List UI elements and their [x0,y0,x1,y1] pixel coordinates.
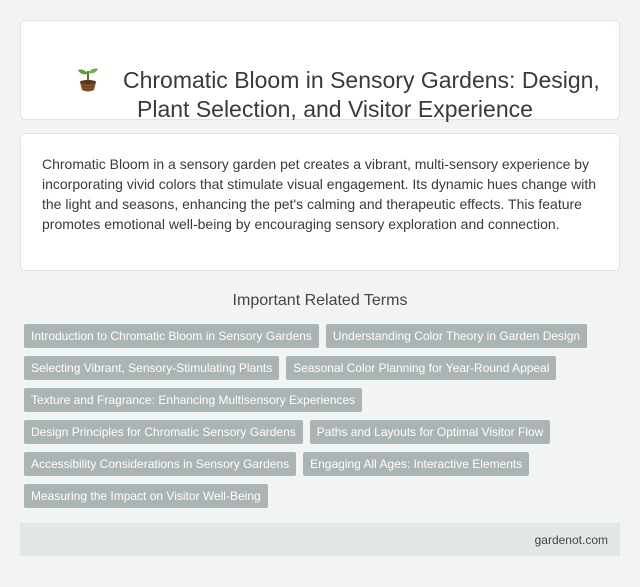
tag-row: Texture and Fragrance: Enhancing Multise… [24,388,624,412]
footer: gardenot.com [20,523,620,556]
related-term-tag[interactable]: Paths and Layouts for Optimal Visitor Fl… [309,420,551,444]
footer-site-link[interactable]: gardenot.com [534,533,608,547]
description-text: Chromatic Bloom in a sensory garden pet … [42,156,597,232]
related-term-tag[interactable]: Introduction to Chromatic Bloom in Senso… [24,324,319,348]
related-terms-heading: Important Related Terms [232,292,408,309]
tag-row: Introduction to Chromatic Bloom in Senso… [24,324,624,348]
tag-row: Accessibility Considerations in Sensory … [24,452,624,476]
related-term-tag[interactable]: Engaging All Ages: Interactive Elements [303,452,530,476]
tag-row: Measuring the Impact on Visitor Well-Bei… [24,484,624,508]
related-term-tag[interactable]: Seasonal Color Planning for Year-Round A… [286,356,557,380]
related-terms-list: Introduction to Chromatic Bloom in Senso… [24,324,624,516]
related-term-tag[interactable]: Selecting Vibrant, Sensory-Stimulating P… [24,356,280,380]
description-card: Chromatic Bloom in a sensory garden pet … [20,133,620,271]
page-title-line-2: Plant Selection, and Visitor Experience [137,96,533,122]
tag-row: Selecting Vibrant, Sensory-Stimulating P… [24,356,624,380]
tag-row: Design Principles for Chromatic Sensory … [24,420,624,444]
related-term-tag[interactable]: Understanding Color Theory in Garden Des… [325,324,588,348]
related-term-tag[interactable]: Accessibility Considerations in Sensory … [24,452,297,476]
related-term-tag[interactable]: Design Principles for Chromatic Sensory … [24,420,303,444]
page-title-line-1: Chromatic Bloom in Sensory Gardens: Desi… [123,67,600,93]
title-card: Chromatic Bloom in Sensory Gardens: Desi… [20,20,620,122]
sprout-icon [76,65,100,93]
related-term-tag[interactable]: Measuring the Impact on Visitor Well-Bei… [24,484,268,508]
related-term-tag[interactable]: Texture and Fragrance: Enhancing Multise… [24,388,363,412]
